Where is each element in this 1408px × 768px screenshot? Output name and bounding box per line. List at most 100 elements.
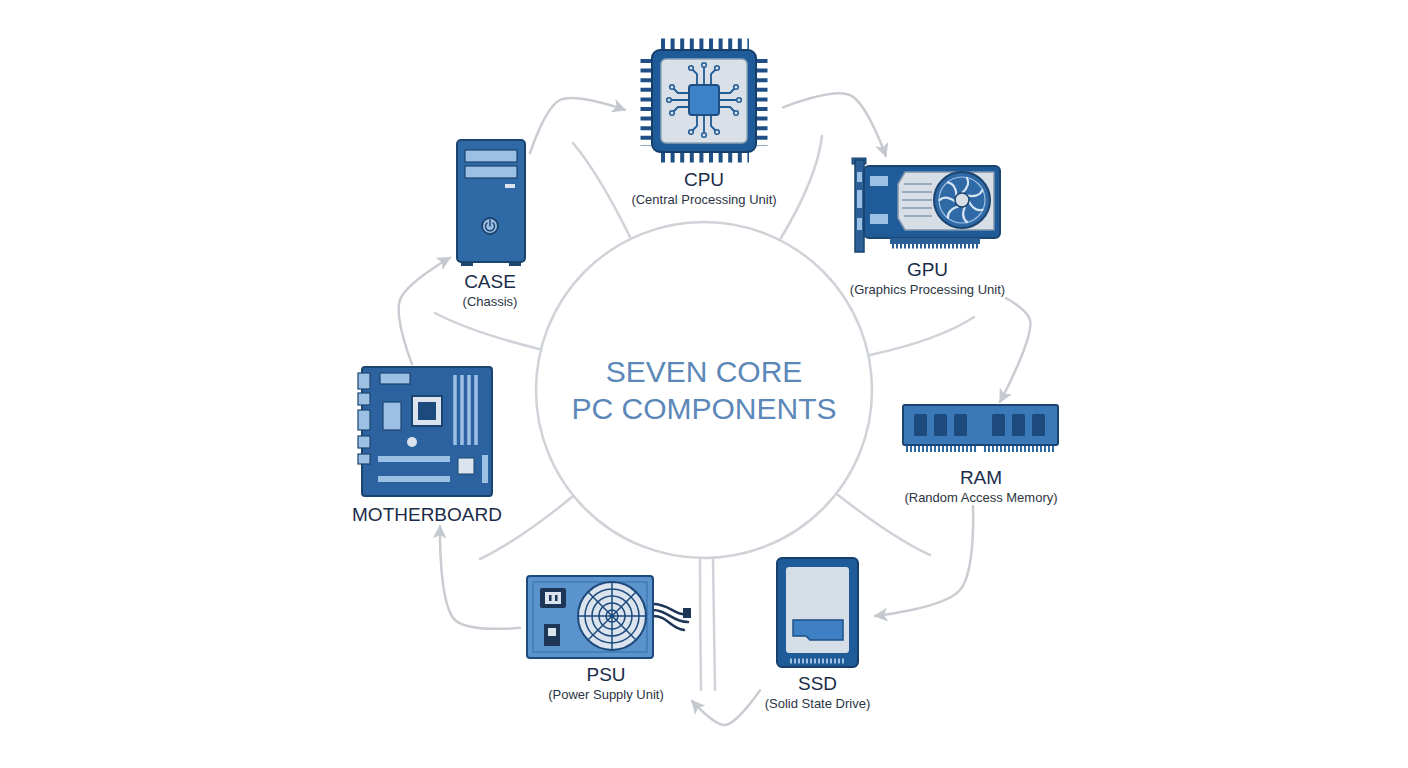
gpu-icon [890,238,980,244]
component-description: (Graphics Processing Unit) [850,281,1005,298]
motherboard-icon [474,375,478,445]
diagram-title: SEVEN CORE PC COMPONENTS [571,355,836,425]
cpu-icon [689,85,719,115]
motherboard-icon [418,402,436,420]
psu-icon [683,608,691,618]
component-name: CASE [464,271,516,293]
ram-icon [934,414,947,436]
ssd-icon [790,659,845,664]
psu-icon [653,604,688,614]
psu-icon [578,582,646,650]
flow-arrow [440,526,520,629]
segment-divider [573,143,630,237]
ssd-icon [777,558,858,667]
psu-icon [527,576,691,658]
center-ring [536,222,872,558]
title-block: SEVEN CORE PC COMPONENTS [564,353,844,427]
cpu-icon [702,63,707,68]
component-name: MOTHERBOARD [352,504,502,526]
cpu-icon [661,39,749,50]
gpu-icon [962,178,968,193]
case-icon [457,140,525,262]
cpu-icon [689,66,694,71]
component-name: SSD [798,673,837,695]
ram-icon [954,414,967,436]
center-ring [536,222,872,558]
ram-icon [914,414,927,436]
motherboard-icon [362,367,492,496]
flow-arrow [1000,298,1030,402]
gpu-icon [857,190,862,208]
gpu-icon [967,186,983,200]
psu-icon [544,624,560,646]
cpu-icon [715,130,720,135]
gpu-icon [939,196,955,205]
cpu-icon [667,98,672,103]
gpu-icon [864,166,1000,238]
cpu-icon [734,111,739,116]
motherboard-icon [358,436,370,448]
edge-group [399,93,1031,725]
motherboard-icon [358,454,370,464]
cpu-icon [670,66,738,134]
case-icon [509,262,521,266]
ram-icon [1032,414,1045,436]
psu-icon [578,582,646,650]
gpu-icon [870,214,888,224]
component-node: GPU(Graphics Processing Unit) [845,156,1010,298]
ram-icon [984,446,1055,452]
cpu-icon [719,87,738,113]
motherboard-icon [380,373,410,384]
component-description: (Power Supply Unit) [548,686,664,703]
segment-divider [781,136,822,238]
motherboard-icon [358,367,492,496]
cpu-icon [661,59,747,143]
segment-divider [870,317,974,355]
ssd-icon [786,567,849,653]
motherboard-icon [358,373,370,389]
motherboard-icon [412,396,442,426]
component-name: PSU [586,664,625,686]
component-description: (Chassis) [463,293,518,310]
psu-icon [549,595,552,601]
component-description: (Random Access Memory) [904,489,1057,506]
component-node: PSU(Power Supply Unit) [520,573,692,703]
cpu-icon [689,130,694,135]
flow-arrow [783,93,886,156]
component-name: GPU [907,259,948,281]
case-icon [465,150,517,162]
component-description: (Solid State Drive) [765,695,870,712]
motherboard-icon [358,393,370,405]
case-icon [461,262,473,266]
segment-divider [700,560,701,690]
psu-icon [578,582,646,650]
psu-icon [533,582,647,652]
ram-icon [906,446,976,452]
cpu-icon [646,44,762,157]
gpu-icon [902,184,932,216]
gpu-icon [959,206,971,222]
ram-icon [903,405,1058,445]
motherboard-icon [482,455,488,483]
cpu-icon [641,59,652,146]
psu-icon [653,616,684,630]
motherboard-icon [383,402,401,430]
motherboard-icon [378,476,450,482]
cpu-icon [734,85,739,90]
motherboard-icon [455,375,476,445]
cpu-icon [691,66,717,85]
motherboard-icon [407,437,417,447]
flow-arrow [692,690,760,725]
cpu-icon [667,63,742,138]
gpu-icon [934,172,990,228]
psu-icon [545,592,561,604]
gpu-icon [857,218,862,230]
ssd-icon [793,620,843,640]
motherboard-icon [378,456,450,462]
component-name: CPU [684,169,724,191]
ram-icon [1012,414,1025,436]
cpu-icon [670,111,675,116]
case-icon [486,220,495,231]
gpu-icon [939,178,983,223]
